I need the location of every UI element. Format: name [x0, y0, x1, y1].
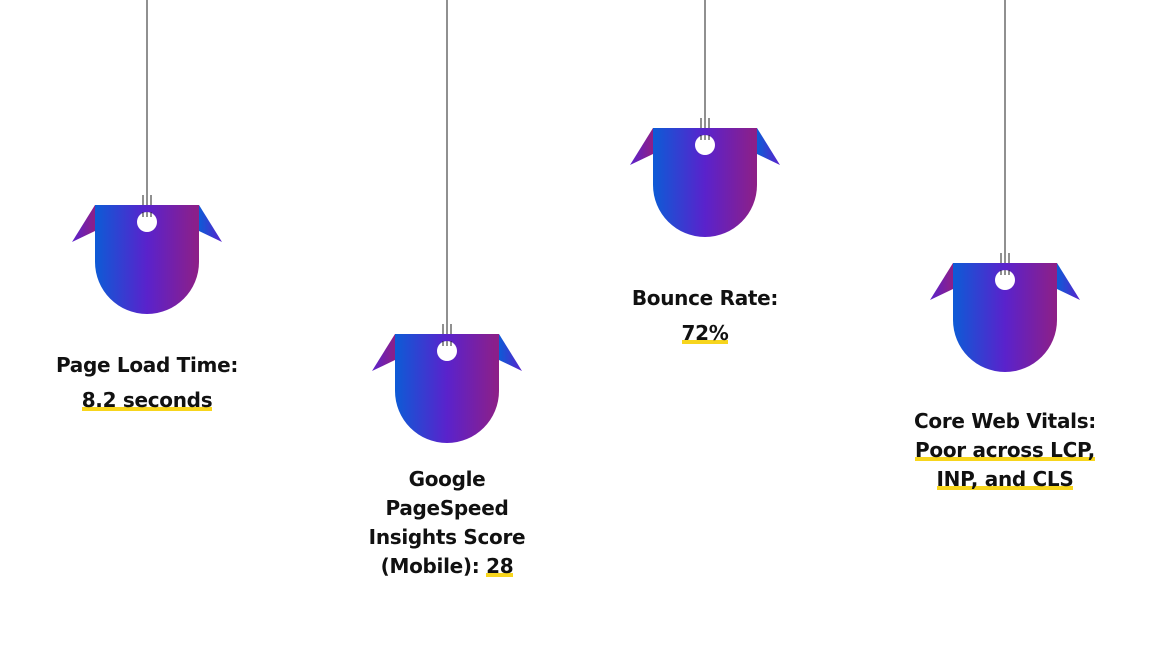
metric-label: Core Web Vitals:: [914, 409, 1096, 433]
metric-value: Poor across LCP,: [915, 438, 1095, 463]
metric-label: PageSpeed: [385, 496, 509, 520]
tag-pagespeed: [371, 0, 523, 444]
metric-label: Google: [408, 467, 486, 491]
metric-label: Insights Score: [368, 525, 526, 549]
tag-bounce-rate: [629, 0, 781, 238]
metric-value: 72%: [681, 321, 729, 346]
metric-bounce-rate: Bounce Rate: 72%: [575, 284, 835, 348]
tag-core-web-vitals: [929, 0, 1081, 373]
metric-label: (Mobile):: [380, 554, 487, 578]
metric-core-web-vitals: Core Web Vitals: Poor across LCP, INP, a…: [875, 407, 1135, 494]
metric-value: 28: [486, 554, 514, 579]
metric-value: 8.2 seconds: [81, 388, 213, 413]
metric-value: INP, and CLS: [936, 467, 1074, 492]
tag-page-load: [71, 0, 223, 315]
metric-page-load: Page Load Time: 8.2 seconds: [17, 351, 277, 415]
metric-pagespeed: Google PageSpeed Insights Score (Mobile)…: [317, 465, 577, 581]
metric-label: Bounce Rate:: [631, 286, 779, 310]
metric-label: Page Load Time:: [55, 353, 239, 377]
